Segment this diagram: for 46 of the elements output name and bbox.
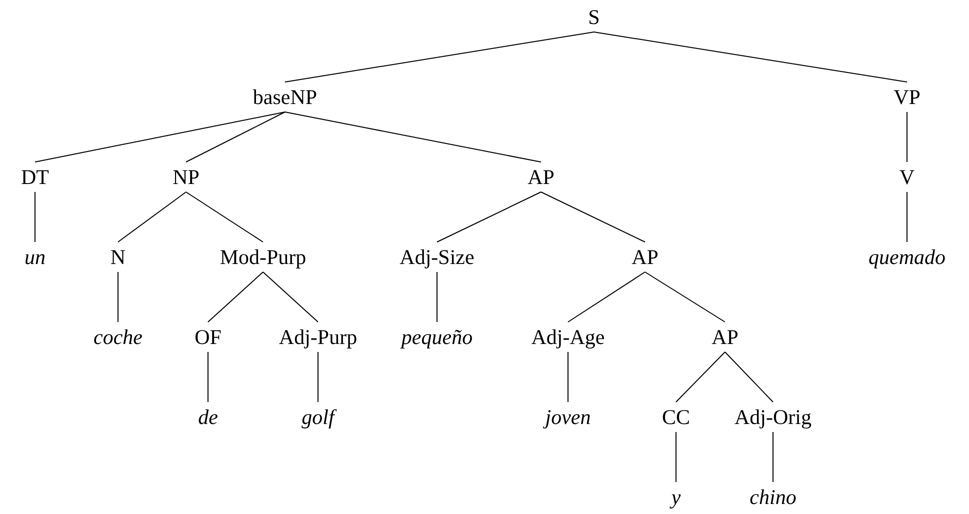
tree-branch <box>186 112 286 162</box>
tree-node-label: NP <box>170 162 202 192</box>
tree-node-label: AP <box>710 322 740 352</box>
tree-branch <box>436 272 438 322</box>
tree-node-label: joven <box>543 402 593 432</box>
tree-branch <box>186 192 264 242</box>
tree-node-label: CC <box>660 402 692 432</box>
tree-branch <box>262 272 318 322</box>
tree-branch <box>436 192 542 242</box>
tree-branch <box>676 352 726 402</box>
tree-branch <box>118 192 186 242</box>
tree-node-label: Adj-Age <box>529 322 607 352</box>
tree-node-label: Adj-Size <box>398 242 476 272</box>
tree-branch <box>284 32 594 82</box>
tree-branch <box>906 112 908 162</box>
tree-node-label: golf <box>300 402 336 432</box>
tree-branch <box>284 112 542 162</box>
tree-node-label: pequeño <box>399 322 475 352</box>
tree-branch <box>34 112 286 162</box>
tree-node-label: AP <box>630 242 660 272</box>
tree-node-label: AP <box>526 162 556 192</box>
tree-node-label: OF <box>192 322 224 352</box>
tree-branch <box>724 352 774 402</box>
tree-node-label: DT <box>19 162 51 192</box>
tree-branch <box>208 272 264 322</box>
tree-branch <box>568 272 646 322</box>
tree-node-label: Mod-Purp <box>218 242 308 272</box>
tree-branch <box>772 432 774 482</box>
tree-node-label: de <box>196 402 220 432</box>
tree-branch <box>906 192 908 242</box>
tree-node-label: Adj-Purp <box>276 322 360 352</box>
tree-node-label: Adj-Orig <box>732 402 814 432</box>
tree-node-label: coche <box>92 322 144 352</box>
tree-node-label: baseNP <box>250 82 320 112</box>
tree-node-label: y <box>669 482 683 512</box>
tree-branch <box>540 192 646 242</box>
tree-node-label: N <box>108 242 128 272</box>
tree-branch <box>34 192 36 242</box>
tree-branch <box>644 272 726 322</box>
tree-node-label: V <box>897 162 917 192</box>
tree-node-label: chino <box>748 482 798 512</box>
tree-node-label: un <box>22 242 48 272</box>
tree-node-label: S <box>586 2 602 32</box>
tree-node-label: VP <box>892 82 922 112</box>
tree-node-label: quemado <box>866 242 948 272</box>
tree-branch <box>594 32 908 82</box>
